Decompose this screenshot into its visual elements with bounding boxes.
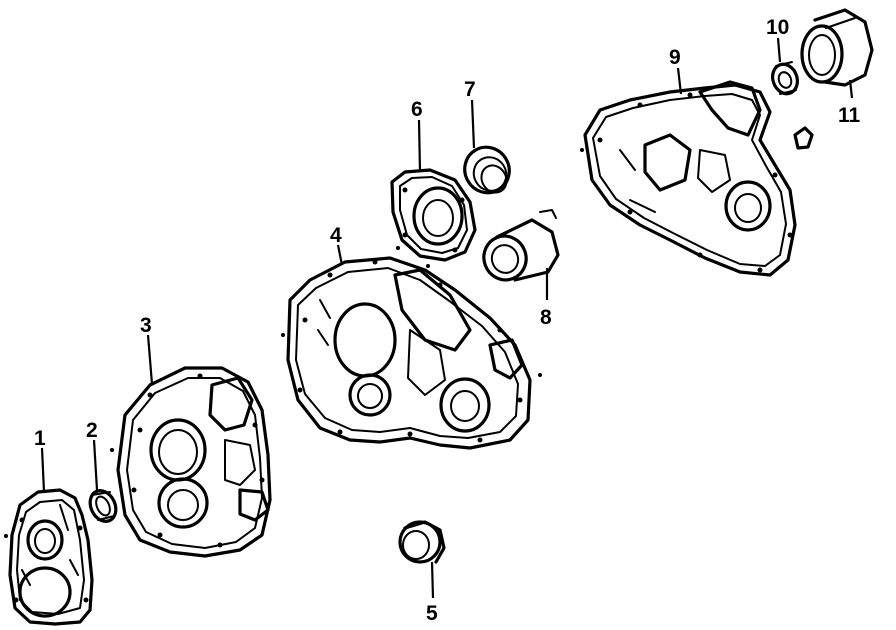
callout-7: 7	[464, 78, 476, 101]
leader-11	[848, 79, 854, 99]
callout-4: 4	[330, 224, 342, 247]
callout-11: 11	[838, 104, 861, 127]
callout-8: 8	[540, 306, 552, 329]
part-6-adapter-plate	[390, 168, 477, 268]
part-1-end-cover	[4, 488, 94, 626]
part-8-sleeve	[482, 209, 560, 282]
part-7-ring	[463, 145, 511, 195]
leader-1	[40, 447, 46, 493]
leader-6	[417, 119, 422, 173]
callout-6: 6	[411, 98, 423, 121]
leader-4	[336, 244, 344, 266]
callout-3: 3	[140, 314, 152, 337]
part-11-outer-sleeve	[800, 8, 874, 87]
part-3-front-housing	[110, 366, 272, 558]
part-9-rear-housing	[580, 80, 797, 277]
leader-7	[470, 99, 476, 149]
part-9-plug	[793, 126, 814, 150]
callout-5: 5	[426, 602, 438, 625]
callout-9: 9	[669, 46, 681, 69]
part-10-bearing	[771, 61, 799, 96]
part-2-seal	[88, 489, 118, 523]
leader-10	[776, 37, 782, 63]
callout-1: 1	[34, 427, 46, 450]
leader-9	[676, 67, 683, 95]
leader-3	[146, 334, 154, 385]
part-5-oil-seal	[398, 520, 446, 564]
callout-10: 10	[766, 16, 789, 39]
leader-5	[430, 561, 435, 599]
leader-2	[92, 439, 99, 491]
callout-2: 2	[86, 419, 98, 442]
part-4-center-case	[281, 256, 542, 450]
